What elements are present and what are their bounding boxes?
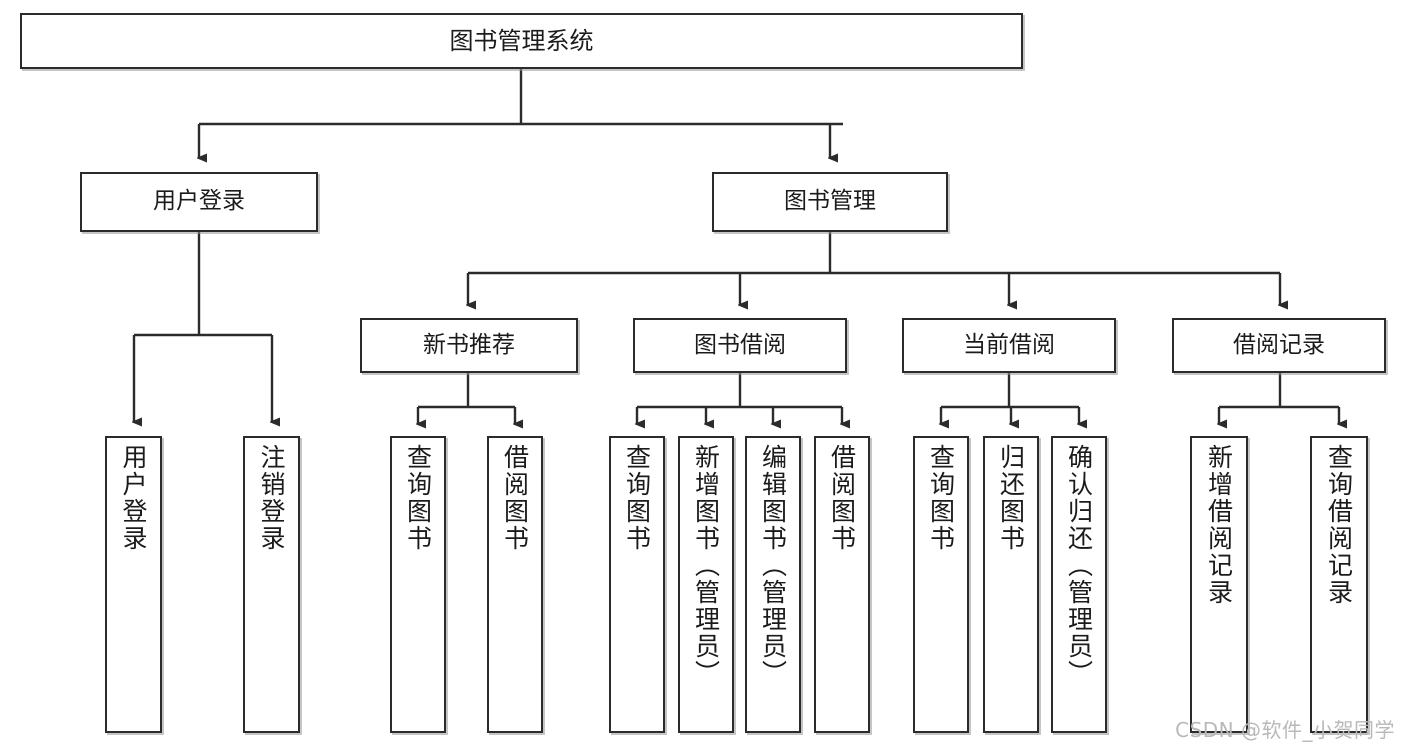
node-leaf-confirm-return[interactable]: 确认归还（管理员） [1051, 436, 1107, 733]
node-leaf-user-logout-label: 注销登录 [257, 444, 286, 552]
node-leaf-query-book-1[interactable]: 查询图书 [390, 436, 446, 733]
node-leaf-edit-book[interactable]: 编辑图书（管理员） [745, 436, 801, 733]
node-leaf-query-record-label: 查询借阅记录 [1324, 444, 1354, 606]
node-leaf-return-book-label: 归还图书 [996, 444, 1026, 552]
node-new-book-rec-label: 新书推荐 [423, 331, 515, 358]
node-root[interactable]: 图书管理系统 [20, 13, 1023, 69]
node-leaf-query-book-3-label: 查询图书 [926, 444, 956, 552]
node-leaf-user-login-label: 用户登录 [119, 444, 148, 552]
node-book-borrow[interactable]: 图书借阅 [633, 318, 847, 373]
node-leaf-add-record[interactable]: 新增借阅记录 [1190, 436, 1248, 733]
node-leaf-confirm-return-label: 确认归还（管理员） [1064, 444, 1094, 687]
node-root-label: 图书管理系统 [449, 26, 594, 55]
node-leaf-add-record-label: 新增借阅记录 [1204, 444, 1234, 606]
node-leaf-user-logout[interactable]: 注销登录 [243, 436, 300, 733]
node-user-login-label: 用户登录 [153, 188, 245, 215]
node-leaf-edit-book-label: 编辑图书（管理员） [758, 444, 788, 687]
node-leaf-query-book-1-label: 查询图书 [403, 444, 433, 552]
node-leaf-query-book-3[interactable]: 查询图书 [913, 436, 969, 733]
node-book-manage[interactable]: 图书管理 [712, 172, 948, 232]
node-book-borrow-label: 图书借阅 [694, 331, 786, 358]
node-current-borrow[interactable]: 当前借阅 [902, 318, 1116, 373]
node-current-borrow-label: 当前借阅 [963, 331, 1055, 358]
node-leaf-query-book-2-label: 查询图书 [622, 444, 652, 552]
node-leaf-user-login[interactable]: 用户登录 [105, 436, 162, 733]
node-leaf-borrow-book-2[interactable]: 借阅图书 [814, 436, 870, 733]
node-book-manage-label: 图书管理 [784, 188, 876, 215]
node-new-book-rec[interactable]: 新书推荐 [360, 318, 578, 373]
node-borrow-record[interactable]: 借阅记录 [1172, 318, 1386, 373]
node-leaf-borrow-book-2-label: 借阅图书 [827, 444, 857, 552]
node-leaf-query-book-2[interactable]: 查询图书 [609, 436, 665, 733]
node-leaf-return-book[interactable]: 归还图书 [983, 436, 1039, 733]
node-leaf-borrow-book-1[interactable]: 借阅图书 [487, 436, 543, 733]
node-leaf-query-record[interactable]: 查询借阅记录 [1310, 436, 1368, 733]
node-leaf-borrow-book-1-label: 借阅图书 [500, 444, 530, 552]
node-leaf-add-book-label: 新增图书（管理员） [691, 444, 721, 687]
node-leaf-add-book[interactable]: 新增图书（管理员） [678, 436, 734, 733]
node-user-login[interactable]: 用户登录 [80, 172, 318, 232]
watermark: CSDN @软件_小贺同学 [1175, 718, 1395, 742]
node-borrow-record-label: 借阅记录 [1233, 331, 1325, 358]
